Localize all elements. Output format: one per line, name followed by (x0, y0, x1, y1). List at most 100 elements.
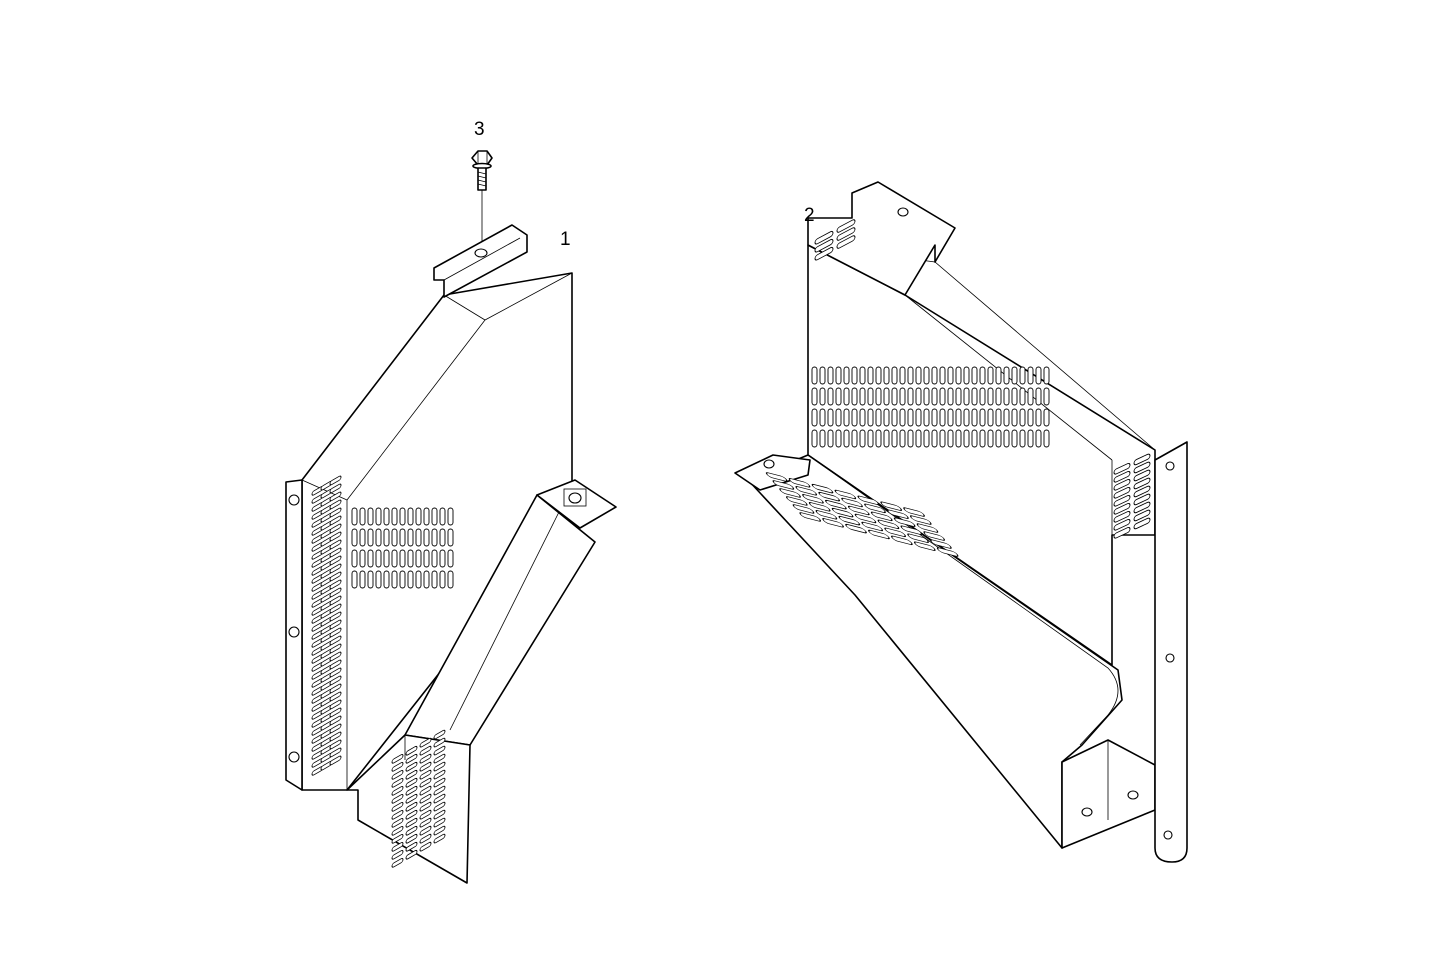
vent-slot (845, 523, 867, 534)
vent-slot (391, 833, 404, 844)
vent-slot (939, 408, 946, 427)
vent-slot (891, 408, 898, 427)
vent-slot (1011, 429, 1018, 448)
right-duct-shroud (734, 181, 1188, 863)
vent-slot (391, 528, 398, 547)
vent-slot (1133, 517, 1151, 530)
vent-slot (825, 499, 847, 510)
vent-slot (915, 429, 922, 448)
vent-slot (329, 539, 342, 550)
vent-slot (419, 745, 432, 756)
vent-slot (955, 387, 962, 406)
vent-slot (405, 745, 418, 756)
vent-slot (391, 761, 404, 772)
vent-slot (907, 533, 929, 543)
vent-slot (419, 769, 432, 780)
vent-slot (329, 587, 342, 598)
vent-slot (923, 531, 946, 541)
vent-slot (391, 570, 398, 589)
vent-slot (329, 659, 342, 670)
vent-slot (405, 769, 418, 780)
vent-slot (802, 494, 824, 504)
vent-slot (433, 785, 446, 796)
vent-slot (329, 531, 342, 542)
vent-slot (814, 238, 834, 253)
vent-slot (1035, 387, 1042, 406)
vent-slot (851, 387, 858, 406)
vent-slot (1019, 387, 1026, 406)
vent-slot (405, 777, 418, 788)
vent-slot (916, 523, 939, 533)
vent-slot (987, 387, 994, 406)
vent-slot (1113, 494, 1131, 507)
vent-slot (383, 528, 390, 547)
vent-slot (1133, 469, 1151, 482)
vent-slot (819, 429, 826, 448)
vent-slot (407, 549, 414, 568)
vent-slot (979, 429, 986, 448)
vent-slot (351, 528, 358, 547)
vent-slot (899, 408, 906, 427)
vent-slot (329, 475, 342, 486)
vent-slot (423, 507, 430, 526)
vent-slot (329, 579, 342, 590)
vent-slot (1113, 470, 1131, 483)
vent-slot (1133, 485, 1151, 498)
vent-slot (405, 753, 418, 764)
vent-slot (915, 408, 922, 427)
vent-slot (788, 478, 811, 488)
vent-slot (359, 570, 366, 589)
vent-slot (859, 387, 866, 406)
vent-slot (867, 366, 874, 385)
vent-slot (375, 570, 382, 589)
vent-slot (329, 571, 342, 582)
vent-slot (838, 515, 861, 526)
vent-slot (907, 408, 914, 427)
vent-slot (423, 570, 430, 589)
vent-slot (329, 731, 342, 742)
vent-slot (907, 429, 914, 448)
vent-slot (931, 387, 938, 406)
vent-slot (375, 507, 382, 526)
vent-slot (947, 408, 954, 427)
vent-slot (419, 785, 432, 796)
vent-slot (329, 547, 342, 558)
vent-slot (947, 366, 954, 385)
vent-slot (939, 366, 946, 385)
vent-slot (399, 507, 406, 526)
vent-slot (836, 235, 856, 249)
vent-slot (391, 801, 404, 812)
vent-slot (811, 387, 818, 406)
vent-slot (433, 809, 446, 820)
vent-slot (433, 761, 446, 772)
vent-slot (329, 699, 342, 710)
vent-slot (391, 825, 404, 836)
vent-slot (383, 507, 390, 526)
vent-slot (868, 529, 890, 540)
vent-slot (811, 366, 818, 385)
vent-slot (995, 429, 1002, 448)
vent-slot (433, 825, 446, 836)
vent-slot (329, 603, 342, 614)
vent-slot (870, 511, 893, 522)
vent-slot (883, 387, 890, 406)
vent-slot (367, 570, 374, 589)
vent-slot (367, 507, 374, 526)
vent-slot (329, 723, 342, 734)
vent-slot (1019, 366, 1026, 385)
vent-slot (405, 785, 418, 796)
vent-slot (847, 505, 870, 516)
vent-slot (419, 801, 432, 812)
vent-slot (834, 489, 857, 500)
vent-slot (987, 429, 994, 448)
vent-slots-bottom (391, 729, 446, 868)
vent-slot (875, 366, 882, 385)
vent-slot (913, 541, 936, 551)
vent-slot (329, 635, 342, 646)
vent-slot (419, 825, 432, 836)
vent-slot (854, 513, 877, 524)
vent-slot (867, 429, 874, 448)
bolt-hole (474, 248, 488, 258)
vent-slot (1027, 366, 1034, 385)
vent-slot (939, 387, 946, 406)
